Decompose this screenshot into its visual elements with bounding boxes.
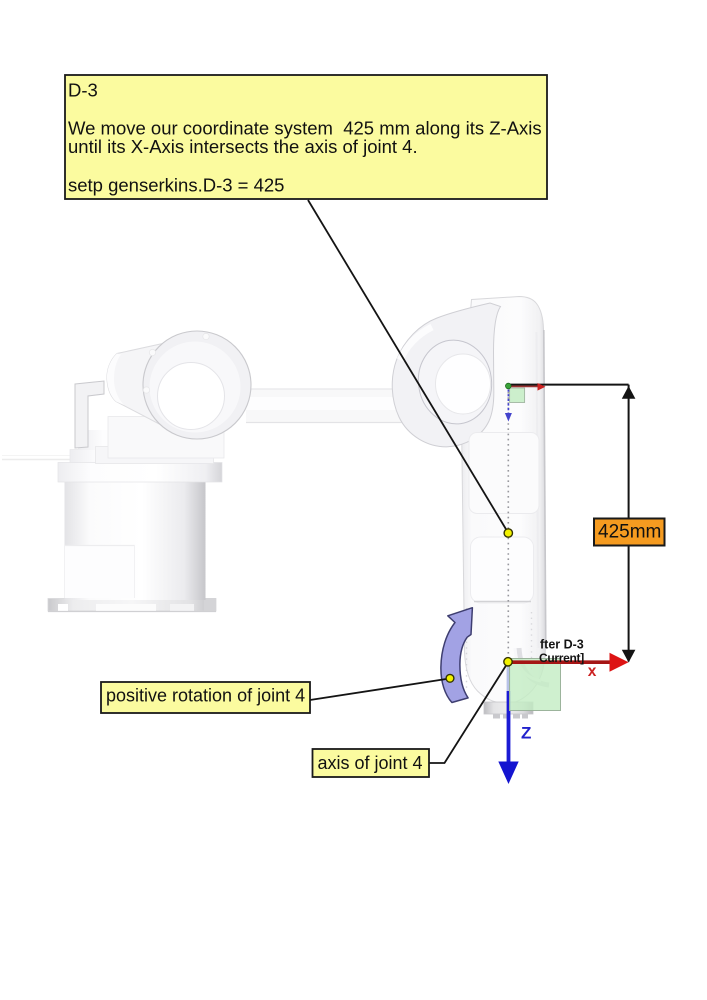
- svg-text:Current]: Current]: [539, 651, 584, 665]
- svg-text:425mm: 425mm: [598, 522, 661, 543]
- svg-text:D-3: D-3: [68, 80, 98, 101]
- svg-text:x: x: [588, 663, 597, 680]
- svg-text:until its X-Axis intersects th: until its X-Axis intersects the axis of …: [68, 136, 418, 157]
- svg-text:setp genserkins.D-3 = 425: setp genserkins.D-3 = 425: [68, 175, 284, 196]
- svg-text:Z: Z: [521, 724, 531, 743]
- svg-text:We move our coordinate system: We move our coordinate system 425 mm alo…: [68, 118, 542, 139]
- svg-text:fter D-3: fter D-3: [540, 638, 584, 652]
- svg-text:positive rotation of joint 4: positive rotation of joint 4: [106, 686, 305, 706]
- svg-text:axis of joint 4: axis of joint 4: [318, 753, 423, 773]
